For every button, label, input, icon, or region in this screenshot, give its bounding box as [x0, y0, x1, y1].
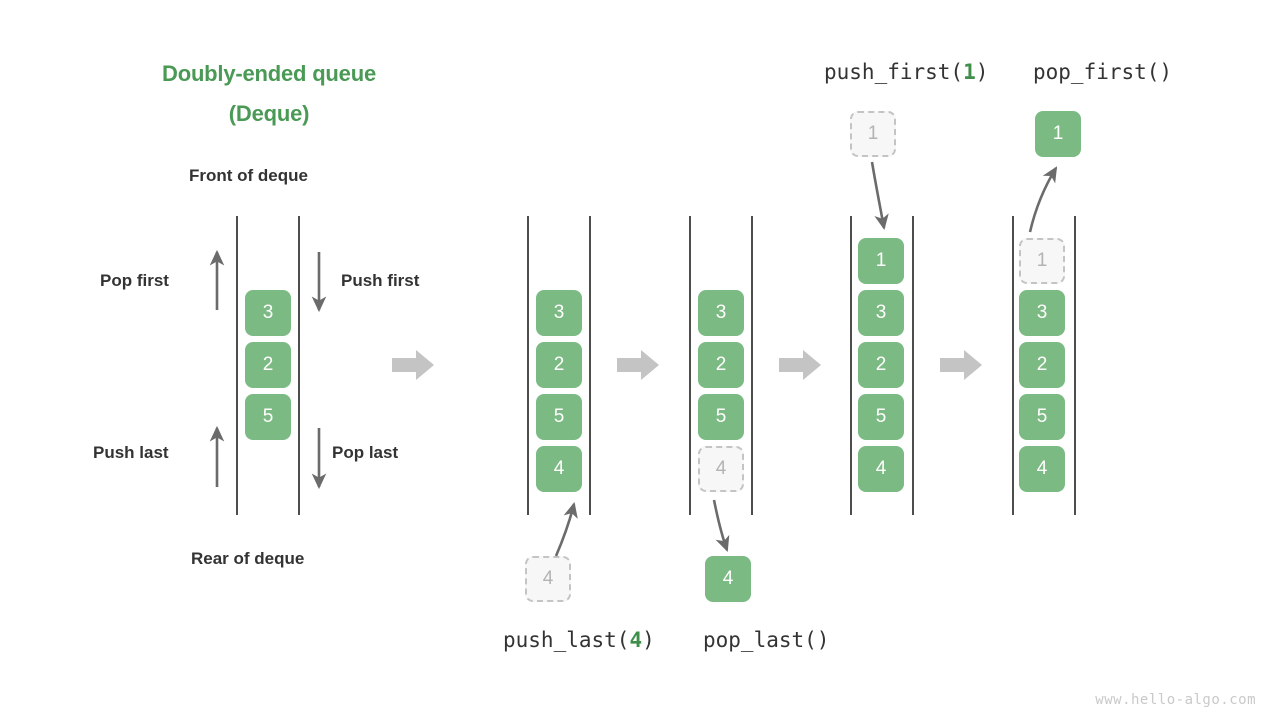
pop-last-caption: pop_last(): [703, 628, 830, 652]
deque-rail-left: [689, 216, 691, 515]
watermark: www.hello-algo.com: [1095, 692, 1256, 708]
legend-box: 5: [245, 394, 291, 440]
push-first-caption-arg: 1: [963, 60, 976, 84]
deque-box: 5: [698, 394, 744, 440]
pop-first-caption: pop_first(): [1033, 60, 1173, 84]
legend-rail-left: [236, 216, 238, 515]
deque-rail-left: [527, 216, 529, 515]
deque-box: 2: [1019, 342, 1065, 388]
transition-arrow-icon: [392, 350, 434, 380]
deque-box: 4: [858, 446, 904, 492]
deque-box: 2: [858, 342, 904, 388]
push-last-caption-name: push_last(: [503, 628, 630, 652]
rear-of-deque-label: Rear of deque: [191, 549, 305, 568]
deque-box: 2: [536, 342, 582, 388]
deque-box: 4: [1019, 446, 1065, 492]
deque-box: 1: [858, 238, 904, 284]
deque-rail-left: [1012, 216, 1014, 515]
deque-box: 3: [858, 290, 904, 336]
incoming-ghost-box: 4: [525, 556, 571, 602]
deque-box: 5: [858, 394, 904, 440]
pop-first-label: Pop first: [100, 271, 169, 290]
push-last-label: Push last: [93, 443, 169, 462]
deque-rail-right: [751, 216, 753, 515]
push-last-caption: push_last(4): [503, 628, 655, 652]
deque-box: 3: [698, 290, 744, 336]
transition-arrow-icon: [617, 350, 659, 380]
deque-box: 3: [1019, 290, 1065, 336]
title-line-2: (Deque): [228, 101, 310, 126]
pop-last-label: Pop last: [332, 443, 399, 462]
deque-box: 4: [536, 446, 582, 492]
legend-rail-right: [298, 216, 300, 515]
legend-box: 3: [245, 290, 291, 336]
deque-box: 5: [1019, 394, 1065, 440]
deque-rail-right: [589, 216, 591, 515]
popped-box: 4: [705, 556, 751, 602]
incoming-ghost-box: 1: [850, 111, 896, 157]
deque-rail-left: [850, 216, 852, 515]
removed-ghost-box: 4: [698, 446, 744, 492]
removed-ghost-box: 1: [1019, 238, 1065, 284]
push-first-caption-name: push_first(: [824, 60, 964, 84]
push-last-caption-arg: 4: [629, 628, 643, 652]
deque-box: 3: [536, 290, 582, 336]
push-first-caption: push_first(1): [824, 60, 988, 84]
deque-rail-right: [912, 216, 914, 515]
title-line-1: Doubly-ended queue: [162, 61, 376, 86]
push-first-caption-close: ): [975, 60, 989, 84]
front-of-deque-label: Front of deque: [189, 166, 308, 185]
transition-arrow-icon: [779, 350, 821, 380]
popped-box: 1: [1035, 111, 1081, 157]
push-last-caption-close: ): [642, 628, 655, 652]
push-first-label: Push first: [341, 271, 420, 290]
transition-arrow-icon: [940, 350, 982, 380]
legend-box: 2: [245, 342, 291, 388]
page-title: Doubly-ended queue (Deque): [140, 54, 398, 134]
deque-box: 5: [536, 394, 582, 440]
deque-box: 2: [698, 342, 744, 388]
deque-rail-right: [1074, 216, 1076, 515]
